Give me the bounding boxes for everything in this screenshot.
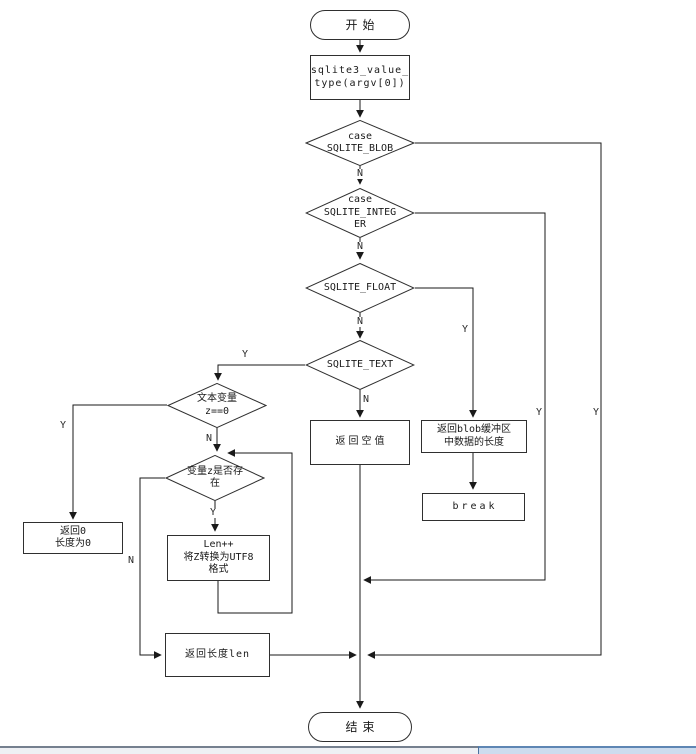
node-return-zero: 返回0 长度为0 bbox=[23, 522, 123, 554]
branch-label-float-y: Y bbox=[461, 324, 470, 335]
diamond-shape bbox=[165, 455, 265, 501]
node-end: 结束 bbox=[308, 712, 412, 742]
diamond-shape bbox=[305, 340, 415, 390]
edge-float-y bbox=[415, 287, 477, 418]
edge-exists-n bbox=[139, 477, 165, 659]
node-case-integer-line1: case bbox=[347, 194, 373, 206]
node-start: 开始 bbox=[310, 10, 410, 40]
scrollbar-track-left[interactable] bbox=[0, 746, 478, 754]
node-var-exists: 变量z是否存 在 bbox=[165, 455, 265, 501]
node-case-integer: case SQLITE_INTEG ER bbox=[305, 188, 415, 238]
node-return-null: 返回空值 bbox=[310, 420, 410, 465]
node-case-blob: case SQLITE_BLOB bbox=[305, 120, 415, 166]
node-len-utf8: Len++ 将Z转换为UTF8 格式 bbox=[167, 535, 270, 581]
node-func-line2: type(argv[0]) bbox=[314, 77, 406, 89]
branch-label-textvar-n: N bbox=[205, 433, 214, 444]
edge-text-y bbox=[214, 364, 305, 381]
branch-label-blob-n: N bbox=[356, 168, 365, 179]
diamond-shape bbox=[305, 188, 415, 238]
node-case-blob-line2: SQLITE_BLOB bbox=[326, 143, 394, 154]
node-break-label: break bbox=[452, 500, 498, 512]
edge-blob-y bbox=[367, 142, 602, 659]
node-end-label: 结束 bbox=[345, 719, 380, 734]
node-func-call: sqlite3_value_ type(argv[0]) bbox=[310, 55, 410, 100]
node-case-integer-line3: ER bbox=[353, 219, 367, 231]
node-var-exists-line1: 变量z是否存 bbox=[186, 465, 244, 477]
branch-label-exists-n: N bbox=[127, 555, 136, 566]
node-case-blob-line1: case bbox=[347, 130, 373, 142]
branch-label-integer-y: Y bbox=[535, 407, 544, 418]
node-text-var-zero: 文本变量 z==0 bbox=[167, 383, 267, 428]
node-text-var-line1: 文本变量 bbox=[197, 393, 237, 404]
node-len-utf8-line1: Len++ bbox=[203, 539, 234, 551]
branch-label-text-n: N bbox=[362, 394, 371, 405]
node-case-float-label: SQLITE_FLOAT bbox=[323, 281, 397, 293]
node-return-len-label: 返回长度len bbox=[184, 648, 251, 660]
node-len-utf8-line2: 将Z转换为UTF8 bbox=[183, 551, 254, 563]
horizontal-scrollbar[interactable] bbox=[0, 746, 696, 754]
node-return-zero-line1: 返回0 bbox=[59, 525, 87, 537]
node-return-blob-line1: 返回blob缓冲区 bbox=[436, 424, 512, 435]
diamond-shape bbox=[305, 120, 415, 166]
node-case-integer-line2: SQLITE_INTEG bbox=[323, 206, 397, 218]
edge-integer-y bbox=[363, 212, 546, 584]
node-func-line1: sqlite3_value_ bbox=[310, 65, 410, 76]
edge-textvar-y bbox=[69, 404, 167, 520]
node-var-exists-line2: 在 bbox=[210, 478, 220, 489]
node-break: break bbox=[422, 493, 525, 521]
scrollbar-thumb-right[interactable] bbox=[478, 746, 696, 754]
branch-label-text-y: Y bbox=[241, 349, 250, 360]
edge-loop-back bbox=[217, 449, 293, 614]
node-case-float: SQLITE_FLOAT bbox=[305, 263, 415, 313]
branch-label-exists-y: Y bbox=[209, 507, 218, 518]
diamond-shape bbox=[167, 383, 267, 428]
node-len-utf8-line3: 格式 bbox=[208, 564, 229, 576]
node-start-label: 开始 bbox=[345, 17, 380, 32]
branch-label-float-n: N bbox=[356, 316, 365, 327]
branch-label-blob-y: Y bbox=[592, 407, 601, 418]
node-return-blob-line2: 中数据的长度 bbox=[444, 436, 504, 448]
node-return-null-label: 返回空值 bbox=[335, 436, 388, 448]
node-return-blob-length: 返回blob缓冲区 中数据的长度 bbox=[421, 420, 527, 453]
diamond-shape bbox=[305, 263, 415, 313]
node-return-len: 返回长度len bbox=[165, 633, 270, 677]
node-return-zero-line2: 长度为0 bbox=[54, 538, 92, 549]
branch-label-integer-n: N bbox=[356, 241, 365, 252]
node-case-text: SQLITE_TEXT bbox=[305, 340, 415, 390]
node-text-var-line2: z==0 bbox=[204, 405, 230, 417]
branch-label-textvar-y: Y bbox=[59, 420, 68, 431]
node-case-text-label: SQLITE_TEXT bbox=[326, 358, 394, 370]
